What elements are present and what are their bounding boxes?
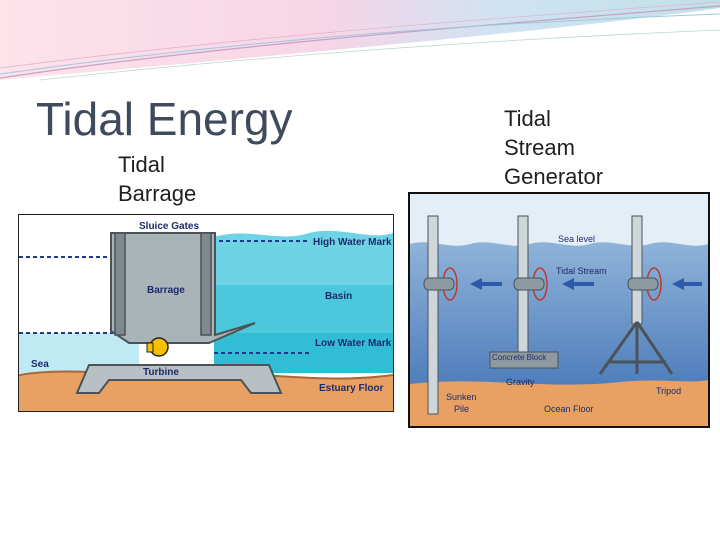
subtitle-line: Tidal	[504, 106, 551, 131]
slide-title: Tidal Energy	[36, 93, 293, 145]
gravity-label: Gravity	[506, 377, 535, 387]
concrete-block-label: Concrete Block	[492, 353, 547, 362]
tidal-stream-subtitle: Tidal Stream Generator	[504, 104, 704, 191]
subtitle-line: Generator	[504, 164, 604, 189]
ocean-floor-label: Ocean Floor	[544, 404, 594, 414]
low-water-mark-label: Low Water Mark	[315, 338, 392, 349]
tidal-stream-label: Tidal Stream	[556, 266, 607, 276]
turbine-label: Turbine	[143, 367, 179, 378]
sea-label: Sea	[31, 359, 49, 370]
tidal-stream-generator-diagram: Sea level Tidal Stream Concrete Block Gr…	[408, 192, 710, 428]
subtitle-line: Barrage	[118, 181, 197, 206]
high-water-mark-label: High Water Mark	[313, 237, 392, 248]
sluice-gates-label: Sluice Gates	[139, 221, 199, 232]
sunken-pile-label: Sunken	[446, 392, 477, 402]
decorative-banner	[0, 0, 720, 81]
sea-level-label: Sea level	[558, 234, 595, 244]
sunken-pile-label: Pile	[454, 404, 469, 414]
basin-label: Basin	[325, 291, 352, 302]
barrage-label: Barrage	[147, 285, 185, 296]
subtitle-line: Stream	[504, 135, 575, 160]
tidal-barrage-subtitle: Tidal Barrage	[118, 150, 298, 208]
subtitle-line: Tidal	[118, 152, 165, 177]
estuary-floor-label: Estuary Floor	[319, 383, 384, 394]
tidal-barrage-diagram: Sluice Gates High Water Mark Barrage Bas…	[18, 214, 394, 412]
tripod-label: Tripod	[656, 386, 681, 396]
